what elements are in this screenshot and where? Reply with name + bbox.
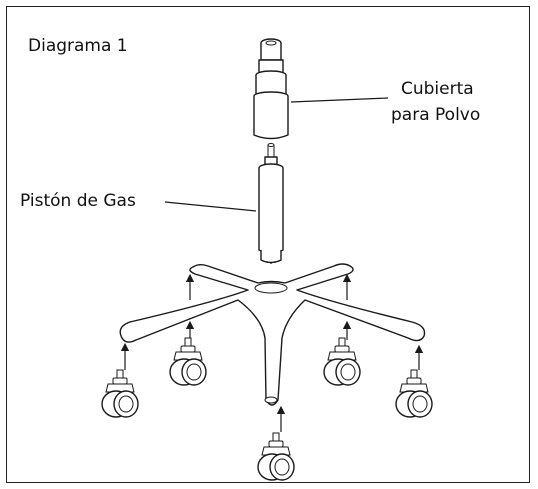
dust-cover-leader-line — [290, 97, 389, 103]
dust-cover-label-line1: Cubierta — [401, 79, 474, 99]
diagram-title: Diagrama 1 — [28, 36, 128, 56]
assembly-arrows — [120, 273, 424, 432]
gas-piston — [258, 143, 284, 264]
caster-right-front — [395, 369, 433, 418]
dust-cover — [253, 38, 289, 140]
dust-cover-label-line2: para Polvo — [391, 105, 480, 125]
caster-center — [257, 432, 295, 481]
gas-piston-leader-line — [164, 201, 257, 212]
caster-left-back — [169, 337, 207, 386]
star-base — [119, 263, 426, 406]
caster-right-back — [323, 337, 361, 386]
caster-left-front — [101, 369, 139, 418]
gas-piston-label: Pistón de Gas — [20, 191, 136, 211]
